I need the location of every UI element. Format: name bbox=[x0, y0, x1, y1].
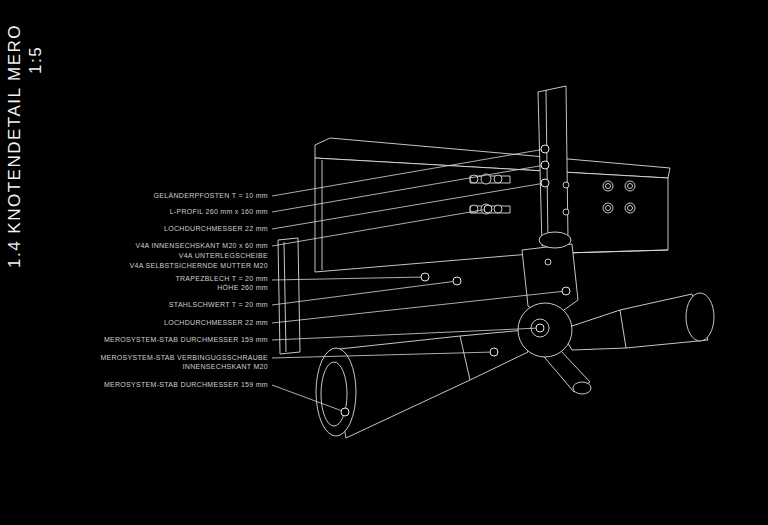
callout-label: LOCHDURCHMESSER 22 mm bbox=[164, 225, 268, 233]
callout-label: TRAPEZBLECH T = 20 mm bbox=[175, 275, 268, 283]
callout-label: INNENSECHSKANT M20 bbox=[183, 363, 268, 371]
callout-label: V4A UNTERLEGSCHEIBE bbox=[179, 252, 268, 260]
callout-label: HÖHE 260 mm bbox=[217, 284, 268, 292]
callout-label: L-PROFIL 260 mm x 160 mm bbox=[170, 208, 268, 216]
callout-label: MEROSYSTEM-STAB DURCHMESSER 159 mm bbox=[104, 336, 268, 344]
leader-lines bbox=[272, 149, 566, 412]
callout-label: GELÄNDERPFOSTEN T = 10 mm bbox=[154, 192, 268, 200]
callout-label: V4A INNENSECHSKANT M20 x 60 mm bbox=[135, 242, 268, 250]
callout-label: LOCHDURCHMESSER 22 mm bbox=[164, 319, 268, 327]
scale-label: 1:5 bbox=[27, 46, 45, 74]
callout-label: V4A SELBSTSICHERNDE MUTTER M20 bbox=[129, 262, 268, 270]
sheet-title: 1.4 KNOTENDETAIL MERO bbox=[6, 24, 24, 268]
steel-parts bbox=[278, 86, 714, 438]
callout-label: STAHLSCHWERT T = 20 mm bbox=[169, 301, 268, 309]
callout-label: MEROSYSTEM-STAB VERBINGUGSSCHRAUBE bbox=[100, 354, 268, 362]
leader-dots bbox=[341, 145, 570, 416]
callout-label: MEROSYSTEM-STAB DURCHMESSER 159 mm bbox=[104, 381, 268, 389]
